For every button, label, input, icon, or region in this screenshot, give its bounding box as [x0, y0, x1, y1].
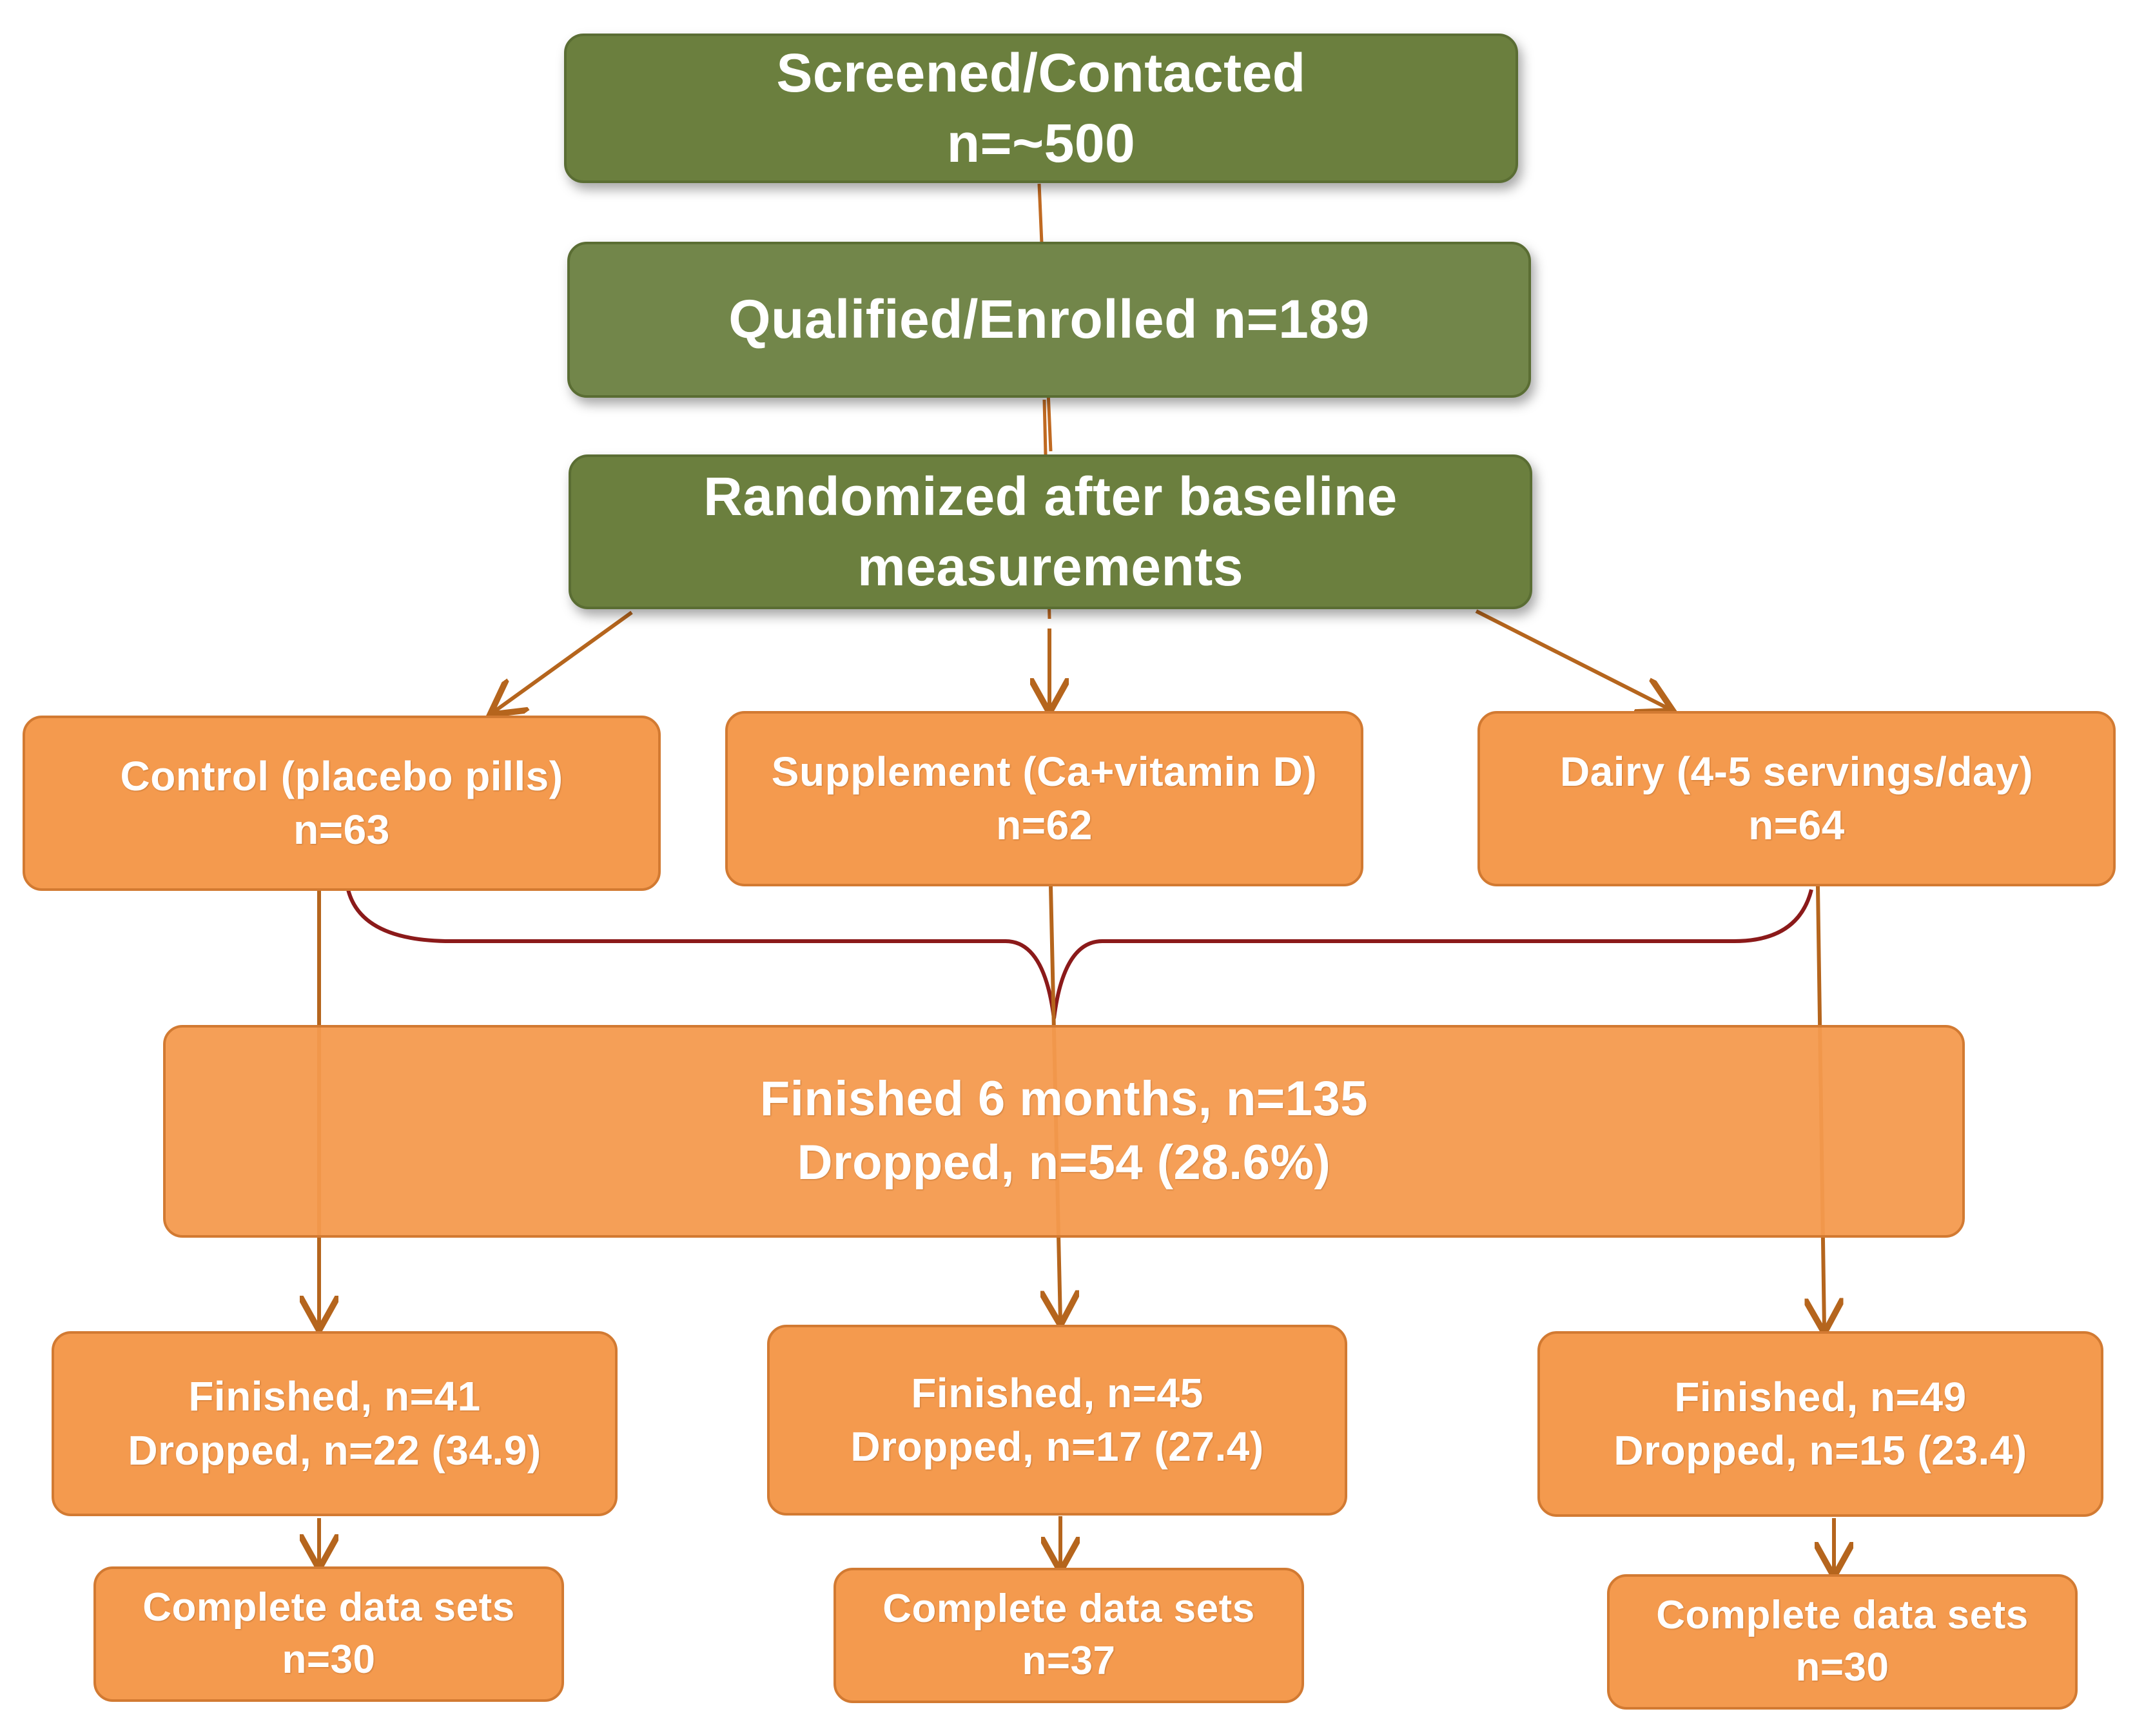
node-dairy-complete-line1: Complete data sets [1656, 1593, 2029, 1638]
node-supplement: Supplement (Ca+vitamin D) n=62 [725, 711, 1363, 886]
node-control-complete: Complete data sets n=30 [93, 1566, 564, 1702]
node-control: Control (placebo pills) n=63 [23, 716, 661, 891]
node-dairy-complete: Complete data sets n=30 [1607, 1574, 2078, 1710]
node-finished-6-months: Finished 6 months, n=135 Dropped, n=54 (… [163, 1025, 1965, 1238]
edge-randomized-to-control [493, 610, 633, 712]
node-control-complete-line1: Complete data sets [142, 1585, 515, 1630]
node-supplement-complete-line2: n=37 [1022, 1639, 1116, 1683]
node-dairy-finished-line2: Dropped, n=15 (23.4) [1613, 1427, 2027, 1474]
node-dairy-line2: n=64 [1748, 802, 1845, 848]
node-supplement-complete-line1: Complete data sets [882, 1586, 1255, 1632]
node-finished-6-months-line1: Finished 6 months, n=135 [759, 1071, 1369, 1127]
node-dairy: Dairy (4-5 servings/day) n=64 [1477, 711, 2116, 886]
node-supplement-complete: Complete data sets n=37 [834, 1568, 1304, 1703]
merge-brace [346, 889, 1813, 1019]
node-dairy-complete-line2: n=30 [1795, 1645, 1889, 1690]
node-control-complete-line2: n=30 [282, 1637, 376, 1682]
node-control-finished: Finished, n=41 Dropped, n=22 (34.9) [52, 1331, 618, 1516]
node-supplement-line1: Supplement (Ca+vitamin D) [771, 748, 1318, 795]
node-control-finished-line1: Finished, n=41 [188, 1373, 481, 1420]
edge-randomized-to-dairy [1475, 609, 1670, 709]
node-supplement-finished-line2: Dropped, n=17 (27.4) [850, 1423, 1264, 1470]
node-control-finished-line2: Dropped, n=22 (34.9) [128, 1427, 541, 1474]
node-finished-6-months-line2: Dropped, n=54 (28.6%) [797, 1135, 1331, 1190]
node-supplement-finished-line1: Finished, n=45 [911, 1369, 1204, 1416]
node-randomized-line1: Randomized after baseline [703, 465, 1398, 527]
node-randomized: Randomized after baseline measurements [569, 454, 1532, 609]
node-screened-line1: Screened/Contacted [776, 42, 1306, 103]
node-qualified-line1: Qualified/Enrolled n=189 [728, 289, 1370, 350]
node-supplement-finished: Finished, n=45 Dropped, n=17 (27.4) [767, 1325, 1347, 1516]
node-dairy-finished: Finished, n=49 Dropped, n=15 (23.4) [1537, 1331, 2103, 1517]
node-supplement-line2: n=62 [996, 802, 1093, 848]
node-control-line1: Control (placebo pills) [120, 752, 563, 799]
node-control-line2: n=63 [293, 806, 390, 853]
node-randomized-line2: measurements [857, 536, 1243, 597]
node-screened: Screened/Contacted n=~500 [564, 34, 1518, 183]
node-dairy-finished-line1: Finished, n=49 [1674, 1373, 1967, 1420]
node-qualified: Qualified/Enrolled n=189 [567, 242, 1531, 398]
node-screened-line2: n=~500 [946, 113, 1136, 173]
node-dairy-line1: Dairy (4-5 servings/day) [1559, 748, 2034, 795]
